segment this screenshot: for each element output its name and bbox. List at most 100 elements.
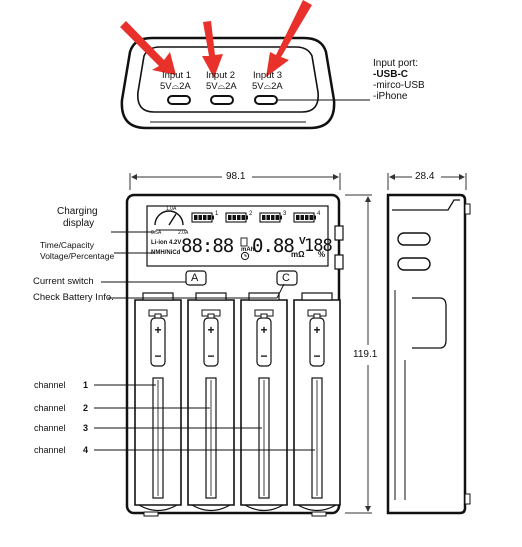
button-a[interactable] [185, 270, 207, 286]
button-c[interactable] [276, 270, 298, 286]
lcd-battery-bar [228, 215, 232, 220]
lcd-battery-bar [309, 215, 313, 220]
charging-display-label-2: display [63, 218, 95, 229]
lcd-unit-mah: mAh [241, 247, 255, 253]
bay-top-contact-4 [301, 292, 333, 301]
usb-c-port-1 [167, 95, 191, 105]
button-c-label: C [282, 272, 290, 284]
input-1-spec: 5V⌓2A [160, 81, 191, 92]
input-3-label: Input 3 [253, 70, 283, 81]
red-arrow-2 [202, 21, 223, 78]
bay-bottom-curve-4 [297, 504, 337, 512]
red-arrow-3 [266, 0, 312, 77]
front-view: +−+−+−+− [125, 173, 372, 517]
lcd-battery-group [191, 212, 316, 223]
height-dimension: 119.1 [353, 349, 378, 360]
red-arrow-1 [120, 21, 176, 75]
lcd-battery-bar [296, 215, 300, 220]
voltage-percentage-label: Voltage/Percentage [40, 251, 115, 261]
lcd-slot-number-3: 3 [283, 211, 287, 217]
side-slot-top [397, 232, 431, 246]
lcd-battery-tip-2 [246, 215, 248, 220]
minus-icon-3: − [260, 349, 267, 363]
input-2-spec: 5V⌓2A [206, 81, 237, 92]
top-view [120, 0, 370, 130]
port-note-title: Input port: [373, 58, 419, 69]
side-view [386, 173, 471, 515]
lcd-battery-bar [203, 215, 207, 220]
channel-2-word: channel [34, 403, 66, 413]
lcd-battery-bar [241, 215, 245, 220]
lcd-battery-bar [266, 215, 270, 220]
width-dimension: 98.1 [226, 171, 246, 182]
lcd-battery-bar [194, 215, 198, 220]
channel-3-number: 3 [83, 423, 89, 433]
lcd-battery-bar [300, 215, 304, 220]
input-1-label: Input 1 [162, 70, 192, 81]
leader-check-battery-tip [276, 283, 285, 299]
clock-icon-hands [244, 254, 247, 257]
side-view-clip-bottom [464, 493, 471, 505]
foot-right [311, 511, 327, 517]
side-slot-bottom [397, 257, 431, 271]
lcd-unit-volt: V [299, 236, 306, 247]
lcd-battery-bar [305, 215, 309, 220]
check-battery-label: Check Battery Info. [33, 292, 114, 303]
port-note: Input port: -USB-C -mirco-USB -iPhone [373, 58, 425, 102]
side-view-body [386, 193, 467, 515]
bay-bottom-curve-2 [191, 504, 231, 512]
minus-icon-2: − [207, 349, 214, 363]
battery-outline-tip-2 [207, 313, 215, 319]
lcd-slot-number-1: 1 [215, 211, 219, 217]
lcd-battery-bar [207, 215, 211, 220]
lcd-battery-bar [275, 215, 279, 220]
charging-display-label-1: Charging [57, 206, 98, 217]
channel-1-word: channel [34, 380, 66, 390]
lcd-gauge-high: 2.0A [178, 230, 189, 236]
lcd-gauge-mid: 1.0A [166, 206, 177, 212]
lcd-digits-voltage: 0.88 [252, 235, 295, 257]
channel-2-number: 2 [83, 403, 89, 413]
red-arrows [120, 0, 312, 78]
lcd-mode-nimh: NMH/NiCd [151, 250, 181, 256]
input-3-spec: 5V⌓2A [252, 81, 283, 92]
bay-top-contact-3 [248, 292, 280, 301]
lcd-digits-percent: 188 [304, 236, 333, 256]
lcd-unit-percent: % [318, 250, 326, 259]
plus-icon-1: + [154, 323, 161, 337]
lcd-battery-bar [232, 215, 236, 220]
side-notch-top [334, 225, 344, 241]
lcd-slot-number-4: 4 [317, 211, 321, 217]
callout-leaders [94, 231, 315, 451]
channel-3-word: channel [34, 423, 66, 433]
usb-c-port-3 [254, 95, 278, 105]
usb-c-port-2 [210, 95, 234, 105]
current-gauge-arc [154, 210, 184, 226]
button-a-label: A [191, 272, 199, 284]
time-capacity-label: Time/Capacity [40, 240, 95, 250]
bay-bottom-curve-3 [244, 504, 284, 512]
current-gauge-needle [168, 213, 177, 226]
lcd-unit-mohm: mΩ [291, 250, 305, 259]
clock-icon [240, 251, 250, 261]
minus-icon-4: − [313, 349, 320, 363]
lcd-slot-number-2: 2 [249, 211, 253, 217]
port-note-iphone: -iPhone [373, 91, 408, 102]
battery-outline-tip-4 [313, 313, 321, 319]
input-2-label: Input 2 [206, 70, 236, 81]
lcd-battery-tip-4 [314, 215, 316, 220]
foot-left [143, 511, 159, 517]
lcd-battery-tip-3 [280, 215, 282, 220]
bay-top-contact-2 [195, 292, 227, 301]
battery-bays: +−+−+−+− [134, 292, 341, 512]
side-notch-bottom [334, 254, 344, 270]
lcd-battery-tip-1 [212, 215, 214, 220]
side-view-top-edge [392, 199, 460, 211]
capacity-icon [240, 237, 248, 247]
lcd-gauge-low: 0.5A [151, 230, 162, 236]
lcd-battery-bar [237, 215, 241, 220]
battery-outline-tip-1 [154, 313, 162, 319]
side-view-bay-curve [412, 297, 447, 349]
